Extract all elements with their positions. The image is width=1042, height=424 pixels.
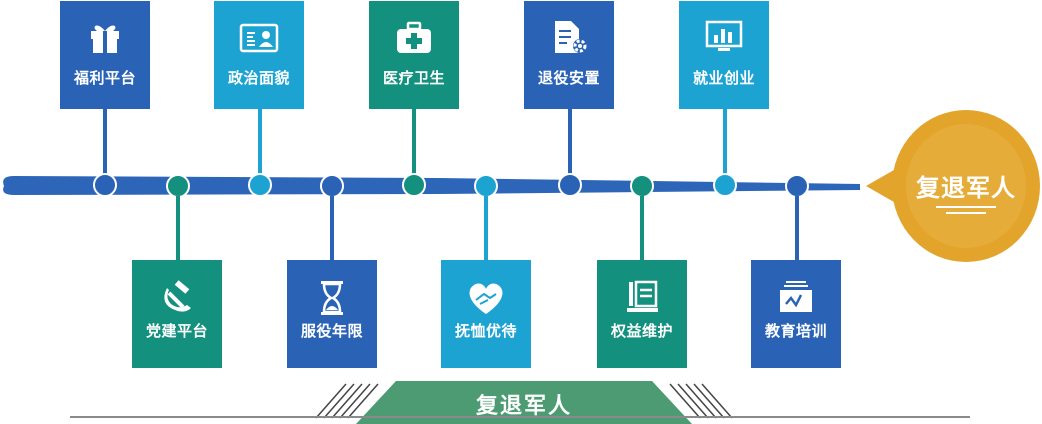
connector-stem xyxy=(723,108,727,178)
heart-hands-icon xyxy=(469,283,503,314)
connector-stem xyxy=(103,108,107,178)
card-medical-health[interactable]: 医疗卫生 xyxy=(369,1,459,109)
timeline-node xyxy=(713,173,737,197)
clipboard-icon xyxy=(627,280,658,312)
monitor-chart-icon xyxy=(705,20,743,51)
id-card-icon xyxy=(239,23,279,53)
timeline-node xyxy=(166,174,190,198)
card-employment-entrepreneurship[interactable]: 就业创业 xyxy=(679,1,769,109)
timeline-node xyxy=(93,173,117,197)
hammer-sickle-icon xyxy=(164,280,191,312)
card-label: 政治面貌 xyxy=(227,69,290,87)
card-welfare-platform[interactable]: 福利平台 xyxy=(60,1,150,109)
connector-stem xyxy=(330,196,334,261)
hub-title: 复退军人 xyxy=(916,174,1016,202)
connector-stem xyxy=(640,196,644,261)
timeline-node xyxy=(320,174,344,198)
timeline-node xyxy=(474,174,498,198)
hourglass-icon xyxy=(321,281,343,315)
hub-circle xyxy=(892,110,1040,262)
banner-title: 复退军人 xyxy=(475,394,572,419)
card-service-years[interactable]: 服役年限 xyxy=(287,260,377,368)
connector-stem xyxy=(412,108,416,178)
base-line xyxy=(70,416,970,418)
connector-stem xyxy=(176,196,180,261)
card-label: 党建平台 xyxy=(145,322,208,340)
timeline-node xyxy=(402,173,426,197)
timeline-node xyxy=(558,173,582,197)
hub-underline xyxy=(946,212,986,214)
card-label: 福利平台 xyxy=(73,69,136,87)
card-label: 教育培训 xyxy=(764,322,827,340)
connector-stem xyxy=(568,108,572,178)
card-retirement-placement[interactable]: 退役安置 xyxy=(524,1,614,109)
card-label: 权益维护 xyxy=(610,322,673,340)
connector-stem xyxy=(484,196,488,261)
card-pension-preferential[interactable]: 抚恤优待 xyxy=(441,260,531,368)
hub-underline xyxy=(936,206,996,208)
hub-pointer xyxy=(866,170,894,202)
card-label: 医疗卫生 xyxy=(382,69,445,87)
connector-stem xyxy=(258,108,262,178)
timeline-node xyxy=(630,174,654,198)
connector-stem xyxy=(795,196,799,261)
card-education-training[interactable]: 教育培训 xyxy=(751,260,841,368)
banner-left-hatching xyxy=(315,383,379,419)
card-party-building[interactable]: 党建平台 xyxy=(132,260,222,368)
gift-icon xyxy=(91,25,119,53)
card-political-status[interactable]: 政治面貌 xyxy=(214,1,304,109)
medical-kit-icon xyxy=(397,21,431,53)
card-label: 抚恤优待 xyxy=(454,322,517,340)
timeline-node xyxy=(785,174,809,198)
training-board-icon xyxy=(780,281,812,312)
card-label: 服役年限 xyxy=(300,322,363,340)
banner-right-hatching xyxy=(669,383,733,419)
card-label: 退役安置 xyxy=(537,69,600,87)
card-rights-protection[interactable]: 权益维护 xyxy=(597,260,687,368)
card-label: 就业创业 xyxy=(692,69,755,87)
timeline-node xyxy=(248,173,272,197)
banner-shape xyxy=(356,381,692,424)
document-gear-icon xyxy=(555,21,587,53)
